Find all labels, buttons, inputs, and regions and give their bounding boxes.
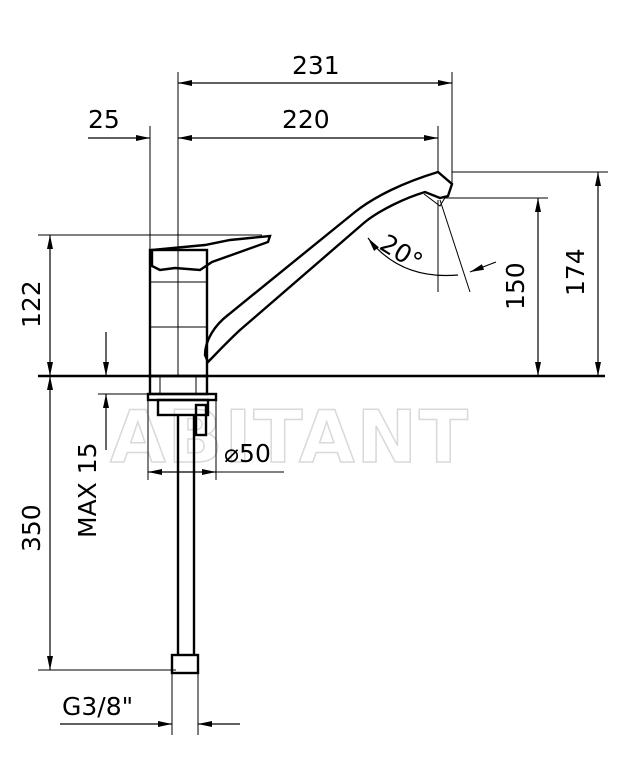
dimension-thread: G3/8" — [60, 673, 240, 735]
dimension-231: 231 — [177, 51, 453, 376]
dimension-174: 174 — [452, 171, 608, 376]
dimension-150: 150 — [440, 197, 548, 376]
dimension-25-220: 25 220 — [88, 105, 439, 250]
dimension-label-150: 150 — [501, 262, 530, 310]
aerator — [423, 193, 447, 207]
dimension-label-25: 25 — [88, 105, 120, 134]
dimension-diameter-50: ⌀50 — [147, 400, 284, 480]
dimension-label-20deg: 20° — [375, 228, 428, 276]
dimension-label-350: 350 — [17, 504, 46, 552]
dimension-label-122: 122 — [17, 280, 46, 328]
dimension-label-231: 231 — [292, 51, 340, 80]
dimension-angle-20: 20° — [367, 199, 497, 293]
dimension-label-220: 220 — [282, 105, 330, 134]
dimension-max-15: MAX 15 — [73, 332, 216, 538]
spout — [203, 170, 454, 365]
dimension-label-thread: G3/8" — [62, 692, 133, 721]
dimension-label-dia50: ⌀50 — [224, 439, 271, 468]
dimension-350: 350 — [17, 376, 176, 671]
watermark: ABITANT — [110, 395, 470, 479]
mounting-assembly — [146, 374, 218, 675]
dimension-label-max15: MAX 15 — [73, 442, 102, 538]
dimension-label-174: 174 — [561, 248, 590, 296]
dimension-122: 122 — [17, 234, 262, 376]
lever-handle — [150, 234, 272, 272]
